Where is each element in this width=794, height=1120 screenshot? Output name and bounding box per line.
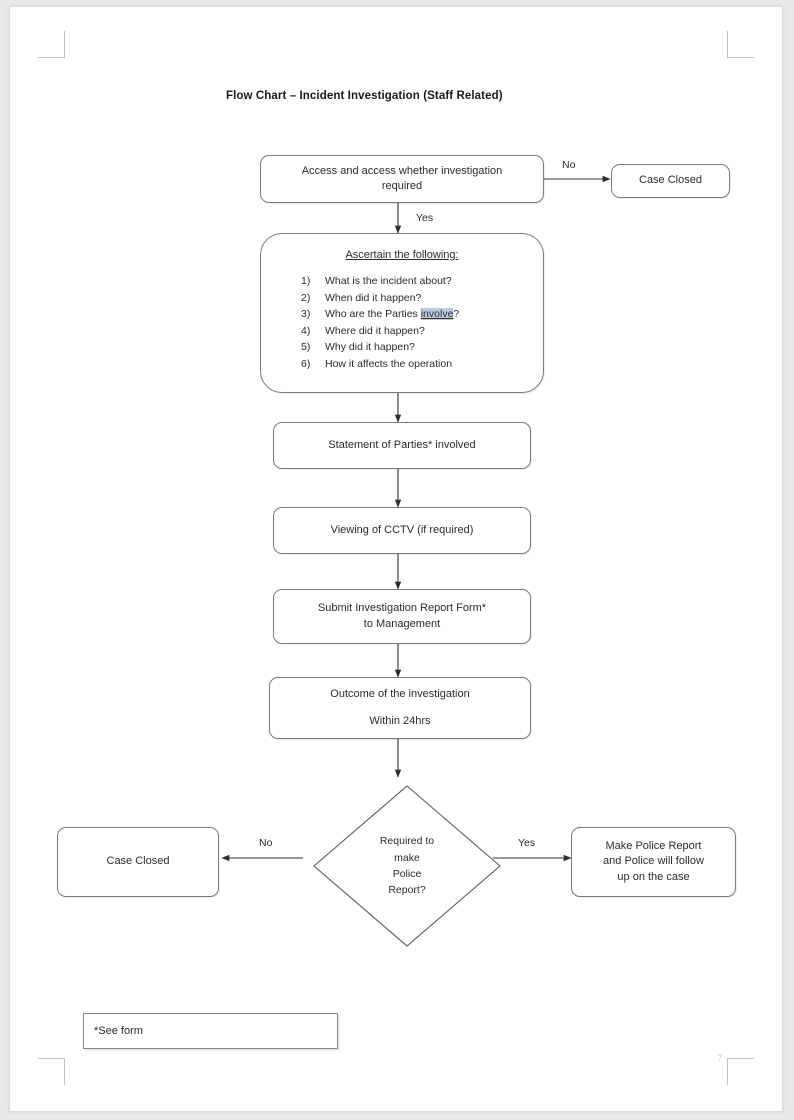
node-police-line2: and Police will follow — [603, 855, 704, 868]
decision-line4: Report? — [388, 884, 426, 897]
edge-label-decision-no: No — [259, 837, 273, 849]
list-item-text-pre: Who are the Parties — [325, 308, 421, 321]
node-submit-line1: Submit Investigation Report Form* — [317, 602, 487, 615]
page-title: Flow Chart – Incident Investigation (Sta… — [226, 90, 503, 102]
document-page: 7 Flow Chart – Incident Investigation (S… — [9, 6, 783, 1112]
edge-label-assess-yes: Yes — [416, 212, 434, 224]
decision-police-report[interactable]: Required to make Police Report? — [312, 784, 502, 948]
list-item-text: What is the incident about? — [325, 275, 452, 288]
highlighted-word: involve — [420, 308, 454, 321]
process-viewing-cctv[interactable]: Viewing of CCTV (if required) — [273, 507, 531, 554]
edge-label-decision-yes: Yes — [518, 837, 536, 849]
list-item: 5) Why did it happen? — [301, 339, 543, 356]
node-assess-line1: Access and access whether investigation — [301, 164, 503, 177]
node-outcome-line1: Outcome of the investigation — [330, 688, 470, 701]
list-item-number: 4) — [301, 324, 311, 337]
node-police-line1: Make Police Report — [605, 840, 702, 853]
crop-mark-top-left — [38, 31, 65, 58]
footnote-text: *See form — [94, 1025, 143, 1037]
decision-line1: Required to — [379, 835, 435, 848]
list-item-text: Where did it happen? — [325, 324, 425, 337]
list-item: 1) What is the incident about? — [301, 273, 543, 290]
edge-label-assess-no: No — [562, 159, 576, 171]
process-submit-investigation-report[interactable]: Submit Investigation Report Form* to Man… — [273, 589, 531, 644]
node-police-line3: up on the case — [617, 870, 690, 883]
list-item-text: Why did it happen? — [325, 341, 415, 354]
decision-line2: make — [394, 851, 420, 864]
page-number: 7 — [717, 1053, 723, 1063]
node-statement-label: Statement of Parties* involved — [328, 438, 476, 451]
footnote-box[interactable]: *See form — [83, 1013, 338, 1049]
process-ascertain-the-following[interactable]: Ascertain the following: 1) What is the … — [260, 233, 544, 393]
node-case-closed-bottom-label: Case Closed — [106, 855, 170, 868]
list-item: 3) Who are the Parties involve? — [301, 306, 543, 323]
node-outcome-line2: Within 24hrs — [369, 714, 431, 727]
list-item-text: Who are the Parties involve? — [325, 306, 459, 323]
diamond-shape — [313, 785, 501, 947]
node-case-closed-top-label: Case Closed — [639, 174, 702, 187]
crop-mark-bottom-right — [727, 1058, 754, 1085]
process-assess-investigation[interactable]: Access and access whether investigation … — [260, 155, 544, 203]
terminal-case-closed-bottom[interactable]: Case Closed — [57, 827, 219, 897]
node-cctv-label: Viewing of CCTV (if required) — [330, 523, 474, 536]
crop-mark-bottom-left — [38, 1058, 65, 1085]
process-statement-of-parties[interactable]: Statement of Parties* involved — [273, 422, 531, 469]
list-item-number: 5) — [301, 341, 311, 354]
list-item-number: 1) — [301, 275, 311, 288]
process-make-police-report[interactable]: Make Police Report and Police will follo… — [571, 827, 736, 897]
node-assess-line2: required — [381, 180, 423, 192]
list-item-text: How it affects the operation — [325, 358, 453, 371]
decision-label: Required to make Police Report? — [312, 784, 502, 948]
decision-line3: Police — [392, 868, 422, 880]
list-item-text: When did it happen? — [325, 291, 422, 304]
list-item-number: 2) — [301, 291, 311, 304]
crop-mark-top-right — [727, 31, 754, 58]
list-item-number: 6) — [301, 358, 311, 371]
node-submit-line2: to Management — [363, 617, 441, 630]
list-item: 6) How it affects the operation — [301, 356, 543, 373]
list-item: 4) Where did it happen? — [301, 323, 543, 340]
list-item-number: 3) — [301, 308, 311, 321]
list-item: 2) When did it happen? — [301, 290, 543, 307]
ascertain-heading: Ascertain the following: — [345, 249, 459, 261]
process-outcome-of-investigation[interactable]: Outcome of the investigation Within 24hr… — [269, 677, 531, 739]
list-item-text-post: ? — [453, 308, 460, 321]
terminal-case-closed-top[interactable]: Case Closed — [611, 164, 730, 198]
ascertain-question-list: 1) What is the incident about? 2) When d… — [261, 273, 543, 372]
